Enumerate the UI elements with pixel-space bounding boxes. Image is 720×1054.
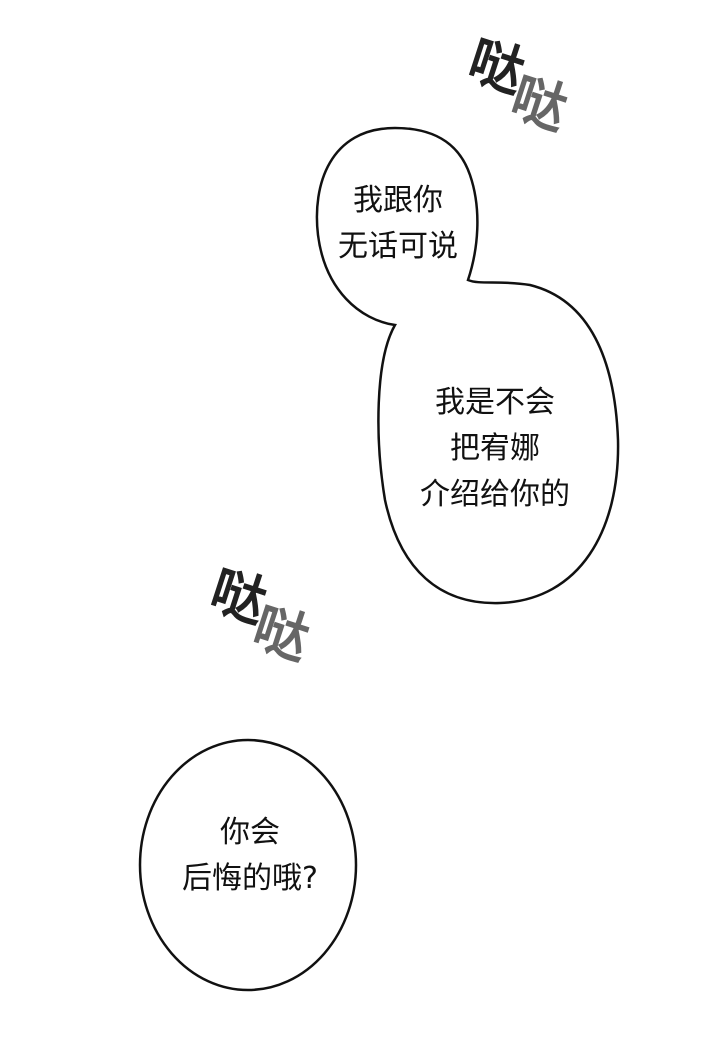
speech-line: 我是不会 <box>435 385 555 420</box>
speech-line: 无话可说 <box>338 229 458 264</box>
speech-text-3: 你会 后悔的哦? <box>160 810 340 902</box>
speech-line: 介绍给你的 <box>420 477 570 512</box>
speech-bubble-1-2-merged <box>315 126 620 605</box>
speech-line: 你会 <box>220 815 280 850</box>
speech-text-2: 我是不会 把宥娜 介绍给你的 <box>395 380 595 518</box>
speech-bubble-3 <box>138 738 358 992</box>
speech-line: 后悔的哦? <box>182 861 318 896</box>
speech-line: 我跟你 <box>353 183 443 218</box>
speech-text-1: 我跟你 无话可说 <box>318 178 478 270</box>
speech-line: 把宥娜 <box>450 431 540 466</box>
